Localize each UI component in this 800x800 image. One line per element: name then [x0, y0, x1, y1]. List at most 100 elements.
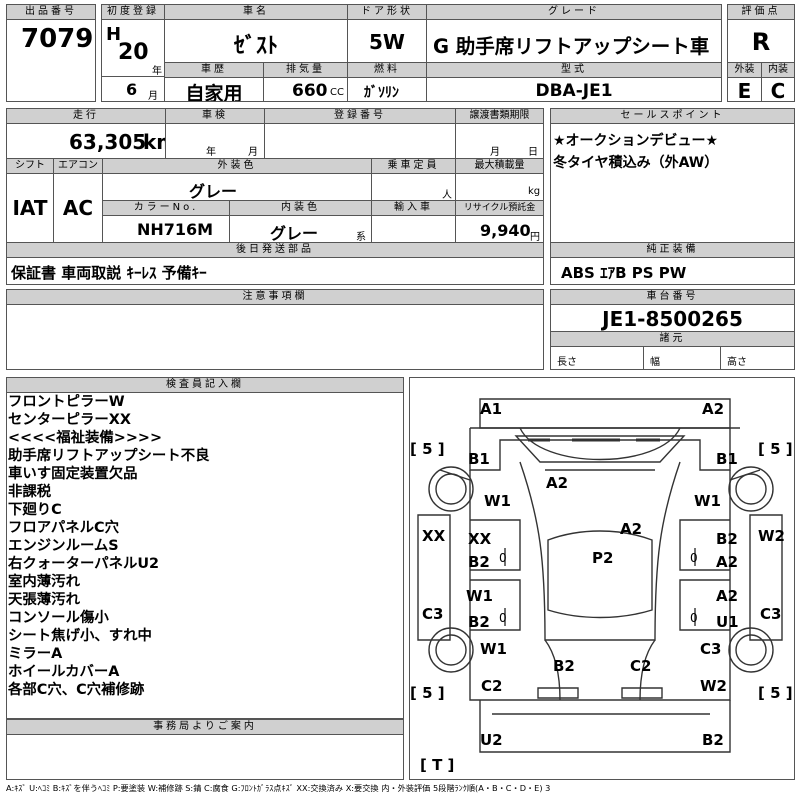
damage-w1-left-quarter: W1: [480, 640, 507, 658]
note-line: 下廻りC: [8, 502, 62, 518]
exterior-grade: E: [737, 79, 752, 102]
sales-point-2: 冬タイヤ積込み（外AW）: [553, 155, 719, 171]
note-line: コンソール傷小: [8, 610, 109, 626]
car-name-cell: ｾﾞｽﾄ: [164, 19, 348, 63]
damage-c2-left-rear: C2: [481, 677, 503, 695]
transfer-deadline-header: 譲渡書類期限: [455, 108, 544, 124]
color-number: NH716M: [137, 220, 214, 239]
damage-a2-hood: A2: [546, 474, 569, 492]
chassis-number: JE1-8500265: [602, 307, 743, 331]
max-load-unit: kg: [528, 186, 541, 197]
tire-front-left: [ 5 ]: [410, 440, 445, 458]
tire-front-right: [ 5 ]: [758, 440, 793, 458]
interior-grade: C: [770, 79, 786, 102]
lot-number-cell: 7079: [6, 19, 96, 102]
damage-c3-right-outer: C3: [760, 605, 782, 623]
note-line: 右クォーターパネルU2: [8, 556, 160, 572]
note-line: 非課税: [8, 484, 52, 500]
month-unit: 月: [148, 91, 158, 102]
capacity-unit: 人: [442, 190, 452, 201]
damage-p2-center: P2: [592, 549, 614, 567]
note-line: ミラーA: [8, 646, 63, 662]
damage-c3-left-outer: C3: [422, 605, 444, 623]
damage-xx-left-outer: XX: [422, 527, 446, 545]
handle-mark-left-rear: 0: [499, 611, 507, 625]
damage-c2-rear: C2: [630, 657, 652, 675]
interior-grade-cell: C: [761, 77, 795, 102]
exterior-color: グレー: [189, 182, 238, 201]
damage-a1-front-left: A1: [480, 400, 503, 418]
mileage: 63,305: [69, 130, 147, 154]
note-line: エンジンルームS: [8, 538, 119, 554]
sales-points-cell: ★オークションデビュー★ 冬タイヤ積込み（外AW）: [550, 123, 795, 243]
lot-number: 7079: [21, 24, 94, 54]
damage-legend: A:ｷｽﾞ U:ﾍｺﾐ B:ｷｽﾞを伴うﾍｺﾐ P:要塗装 W:補修跡 S:錆 …: [6, 783, 551, 793]
exterior-grade-cell: E: [727, 77, 762, 102]
damage-b2-left-rear-door: B2: [468, 613, 490, 631]
shift: IAT: [12, 196, 48, 220]
specs-height-cell: 高さ: [720, 346, 795, 370]
damage-b1-left: B1: [468, 450, 490, 468]
score: R: [751, 28, 771, 56]
import-cell: [371, 215, 456, 243]
recycle-deposit: 9,940: [480, 221, 531, 240]
note-line: センターピラーXX: [8, 412, 131, 428]
displacement-cell: 660 CC: [263, 77, 348, 102]
inspection-month-unit: 月: [248, 147, 258, 158]
damage-xx-left-door: XX: [468, 530, 492, 548]
note-line: シート焦げ小、すれ中: [8, 628, 152, 644]
inspector-notes-cell: [6, 392, 404, 719]
damage-b2-rear-bumper: B2: [702, 731, 724, 749]
damage-a2-right-rear-door: A2: [716, 587, 739, 605]
damage-c3-right-quarter: C3: [700, 640, 722, 658]
door-type: 5W: [369, 30, 405, 54]
history: 自家用: [185, 83, 243, 102]
specs-height: 高さ: [727, 357, 747, 368]
shift-cell: IAT: [6, 173, 54, 243]
specs-width: 幅: [650, 357, 660, 368]
note-line: 各部C穴、C穴補修跡: [8, 682, 145, 698]
displacement-unit: CC: [330, 87, 344, 98]
registration-month-cell: 6 月: [101, 76, 165, 102]
air-conditioner: AC: [62, 196, 94, 220]
tire-rear-right: [ 5 ]: [758, 684, 793, 702]
caution-cell: [6, 304, 544, 370]
inspector-notes: フロントピラーW センターピラーXX <<<<福祉装備>>>> 助手席リフトアッ…: [8, 393, 398, 699]
mileage-cell: 63,305 km: [6, 123, 166, 159]
note-line: <<<<福祉装備>>>>: [8, 430, 163, 446]
damage-a2-front-right: A2: [702, 400, 725, 418]
model-code-cell: DBA-JE1: [426, 77, 722, 102]
transfer-month-unit: 月: [490, 147, 500, 158]
later-shipped-parts-cell: 保証書 車両取説 ｷｰﾚｽ 予備ｷｰ: [6, 257, 544, 285]
damage-b1-right: B1: [716, 450, 738, 468]
inspection-cell: 年 月: [165, 123, 265, 159]
note-line: フロントピラーW: [8, 394, 125, 410]
specs-length: 長さ: [557, 357, 577, 368]
later-shipped-parts: 保証書 車両取説 ｷｰﾚｽ 予備ｷｰ: [11, 264, 207, 282]
exterior-color-cell: グレー: [102, 173, 372, 201]
interior-color: グレー: [270, 224, 319, 243]
year-unit: 年: [152, 66, 162, 77]
specs-width-cell: 幅: [643, 346, 721, 370]
fuel: ｶﾞｿﾘﾝ: [364, 85, 399, 101]
handle-mark-right-rear: 0: [690, 611, 698, 625]
damage-b2-rear: B2: [553, 657, 575, 675]
damage-u2-rear-bumper: U2: [480, 731, 503, 749]
recycle-deposit-cell: 9,940 円: [455, 215, 544, 243]
registration-year: 20: [118, 40, 149, 65]
note-line: 助手席リフトアップシート不良: [8, 448, 210, 464]
transfer-day-unit: 日: [528, 147, 538, 158]
recycle-deposit-unit: 円: [530, 232, 540, 243]
tire-spare: [ T ]: [420, 756, 455, 774]
damage-w2-right-rear: W2: [700, 677, 727, 695]
fuel-cell: ｶﾞｿﾘﾝ: [347, 77, 427, 102]
note-line: 室内薄汚れ: [8, 574, 80, 590]
inspection-year-unit: 年: [206, 147, 216, 158]
note-line: 天張薄汚れ: [8, 592, 80, 608]
handle-mark-right-front: 0: [690, 551, 698, 565]
model-code: DBA-JE1: [535, 81, 613, 101]
history-cell: 自家用: [164, 77, 264, 102]
era: H: [106, 24, 122, 45]
displacement: 660: [292, 81, 328, 101]
grade: G 助手席リフトアップシート車: [433, 35, 710, 58]
